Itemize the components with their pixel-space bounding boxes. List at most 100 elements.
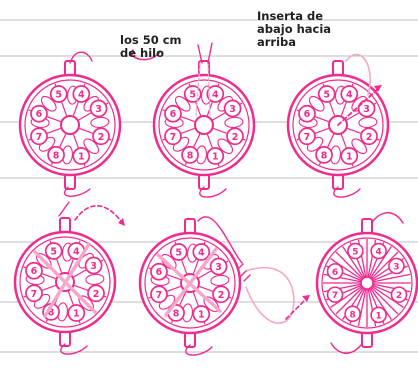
slot-label: 2	[396, 291, 402, 301]
spoke	[330, 282, 368, 308]
slot-label: 3	[95, 104, 102, 115]
thread-top	[197, 44, 203, 64]
slot-label: 6	[156, 267, 163, 278]
slot-3	[209, 257, 228, 276]
slot-3	[223, 99, 242, 118]
thread-top	[372, 212, 404, 224]
threads	[333, 53, 382, 198]
petal	[85, 273, 105, 285]
slot-5	[169, 243, 188, 261]
thread-bottom	[60, 343, 88, 355]
slot-2	[87, 284, 105, 303]
spoke	[366, 273, 411, 284]
slot-label: 6	[31, 266, 38, 277]
slot-5	[49, 85, 68, 103]
thread-cross	[43, 242, 91, 318]
petal	[217, 138, 234, 155]
petal	[351, 138, 368, 155]
slot-label: 8	[187, 150, 194, 161]
slot-label: 3	[393, 263, 399, 273]
slot-label: 2	[232, 132, 239, 143]
slot-label: 5	[323, 89, 330, 100]
slot-label: 5	[352, 248, 358, 258]
slot-1	[370, 306, 387, 324]
slot-label: 4	[375, 248, 381, 258]
petal	[308, 95, 325, 112]
slot-4	[370, 242, 387, 260]
slot-6	[150, 262, 168, 281]
slot-4	[206, 85, 225, 103]
slot-4	[72, 85, 91, 103]
slot-label: 6	[170, 109, 177, 120]
slot-3	[89, 99, 108, 118]
thread-loop	[345, 53, 371, 96]
slot-1	[67, 304, 86, 322]
slot-label: 3	[215, 262, 222, 273]
slot-7	[298, 127, 316, 146]
slot-label: 1	[198, 310, 205, 321]
caption-hilo-line-2: de hilo	[120, 46, 165, 60]
petal	[174, 95, 191, 112]
thread-pull-arrowhead	[302, 295, 310, 302]
slot-8	[344, 305, 361, 323]
slot-label: 5	[189, 89, 196, 100]
spoke	[366, 251, 399, 284]
spoke	[335, 251, 368, 284]
spoke	[357, 282, 368, 327]
slot-4	[340, 85, 359, 103]
slot-1	[340, 147, 359, 165]
slot-label: 7	[36, 132, 43, 143]
caption-hilo: los 50 cm de hilo	[120, 34, 182, 60]
slot-5	[347, 242, 364, 260]
slot-1	[72, 147, 91, 165]
slot-1	[192, 305, 211, 323]
thread-up	[337, 88, 379, 126]
slot-7	[326, 286, 344, 303]
slot-label: 8	[48, 307, 55, 318]
slot-label: 4	[198, 247, 205, 258]
slot-label: 2	[366, 132, 373, 143]
loom-hub	[194, 115, 214, 135]
slot-4	[192, 243, 211, 261]
loom-inner-rim	[24, 79, 116, 171]
slot-3	[357, 99, 376, 118]
slot-label: 5	[55, 89, 62, 100]
slot-label: 8	[173, 308, 180, 319]
thread-top	[207, 42, 213, 64]
loom-inner-rim	[144, 237, 236, 329]
slot-7	[164, 127, 182, 146]
slot-label: 7	[332, 291, 338, 301]
slot-5	[317, 85, 336, 103]
spoke	[366, 282, 392, 320]
slot-6	[164, 104, 182, 123]
petal	[90, 116, 110, 128]
thread-loop	[245, 267, 295, 324]
threads	[156, 216, 310, 356]
petal	[210, 274, 230, 286]
loom-inner-rim	[321, 237, 413, 329]
slot-label: 4	[212, 89, 219, 100]
slot-8	[315, 146, 333, 164]
slot-7	[150, 285, 168, 304]
slot-2	[390, 286, 408, 303]
thread	[207, 62, 211, 116]
slot-5	[44, 242, 63, 260]
slot-6	[30, 104, 48, 123]
slot-label: 6	[36, 109, 43, 120]
caption-inserta: Inserta de abajo hacia arriba	[257, 10, 331, 49]
guide-arrowhead	[130, 49, 136, 54]
slot-2	[360, 127, 378, 146]
loom-inner-rim	[19, 236, 111, 328]
slot-label: 1	[212, 152, 219, 163]
slot-6	[326, 263, 344, 280]
threads	[330, 212, 404, 354]
thread-top	[69, 51, 93, 64]
thread-bottom	[185, 344, 213, 356]
caption-hilo-line-1: los 50 cm	[120, 33, 182, 47]
slot-label: 7	[31, 289, 38, 300]
